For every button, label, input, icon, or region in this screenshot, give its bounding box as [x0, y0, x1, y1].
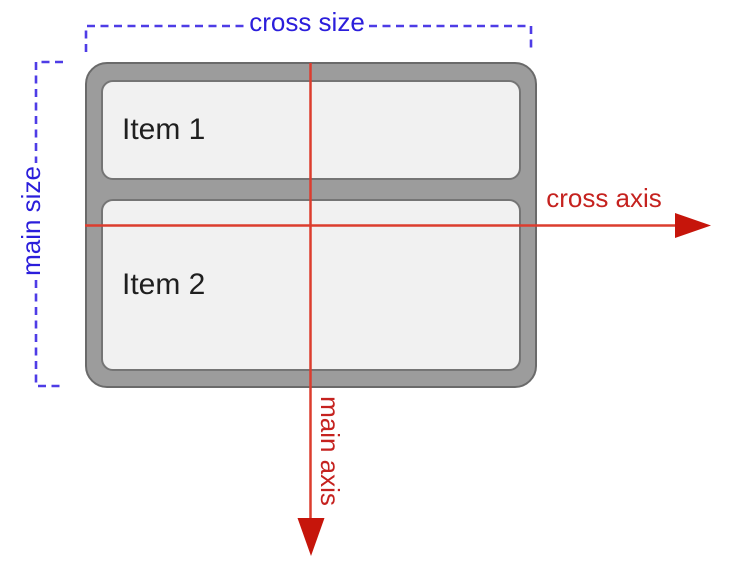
- flex-item-2-label: Item 2: [122, 268, 206, 301]
- main-size-label: main size: [16, 166, 46, 276]
- cross-axis-label: cross axis: [546, 183, 662, 213]
- main-size-bracket-bottom: [34, 280, 65, 388]
- flex-item-1: Item 1: [101, 80, 521, 180]
- cross-size-bracket-right: [369, 24, 533, 49]
- flex-item-1-label: Item 1: [122, 113, 206, 146]
- cross-size-bracket-left: [84, 24, 245, 52]
- cross-size-label: cross size: [249, 7, 365, 37]
- flex-item-2: Item 2: [101, 199, 521, 371]
- main-axis-arrowhead: [297, 518, 325, 556]
- main-size-bracket-top: [34, 60, 63, 163]
- flex-container: Item 1 Item 2: [85, 62, 537, 388]
- main-axis-label: main axis: [315, 396, 345, 506]
- cross-axis-arrowhead: [675, 213, 711, 238]
